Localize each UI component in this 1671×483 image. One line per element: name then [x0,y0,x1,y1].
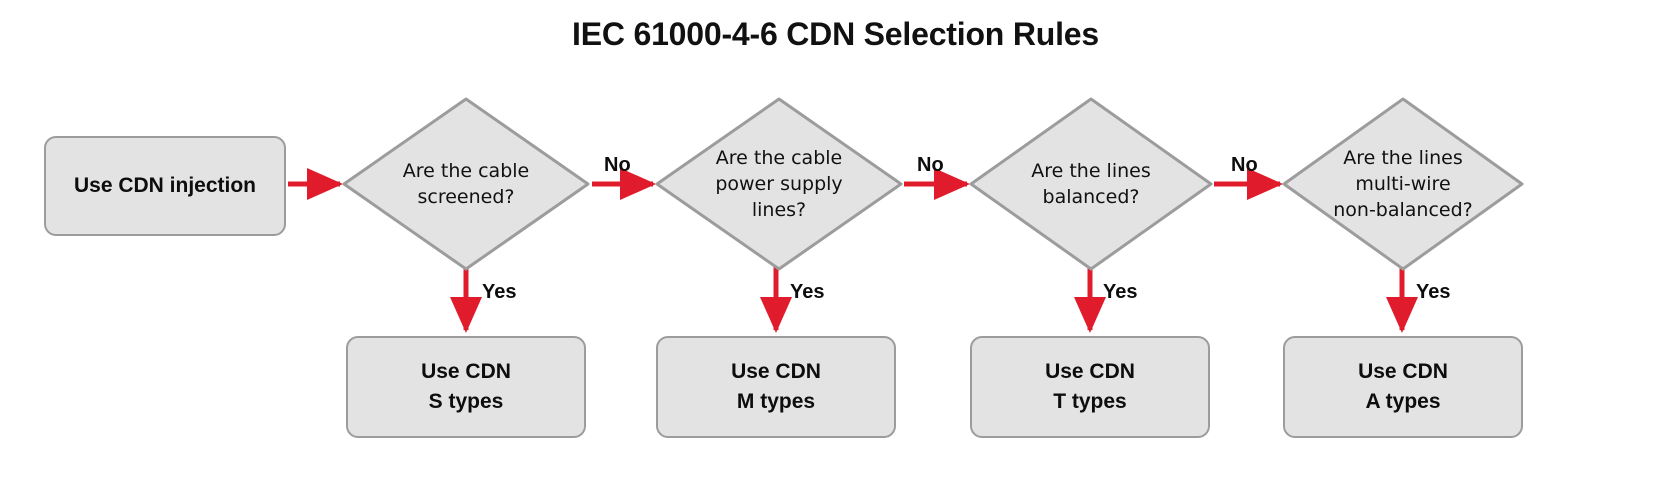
edge-label-yes-d1-r1: Yes [482,281,517,303]
node-use-cdn-a-types[interactable]: Use CDN A types [1283,336,1523,438]
node-label-line: Use CDN [1045,359,1135,383]
node-label-line: power supply [715,172,843,195]
node-label: Use CDN injection [73,173,257,197]
node-use-cdn-injection[interactable]: Use CDN injection [44,136,286,236]
page-title: IEC 61000-4-6 CDN Selection Rules [572,16,1099,52]
node-label: Are the lines balanced? [999,158,1183,210]
node-label-line: Are the lines [1343,146,1463,169]
node-label-line: Use CDN [421,359,511,383]
node-label-line: Are the lines [1031,159,1151,182]
node-label: Are the cable power supply lines? [686,145,872,224]
node-label-line: Are the cable [715,146,843,169]
node-label-line: balanced? [1042,186,1140,208]
node-label-line: Use CDN [731,359,821,383]
node-label-line: T types [1053,390,1127,413]
node-label-line: A types [1365,390,1441,413]
diamond-shape [655,97,903,271]
node-label-line: non-balanced? [1333,199,1473,222]
node-label-line: lines? [751,199,807,222]
node-label: Use CDN S types [421,357,511,418]
node-label-line: Use CDN [1358,359,1448,383]
node-label-line: M types [736,390,816,413]
node-label-line: screened? [417,186,515,208]
node-label: Are the lines multi-wire non-balanced? [1312,145,1494,224]
diamond-shape [1282,97,1524,271]
edge-label-yes-d2-r2: Yes [790,281,825,303]
node-label-line: Are the cable [402,159,530,182]
diamond-shape [342,97,590,271]
node-use-cdn-m-types[interactable]: Use CDN M types [656,336,896,438]
edge-label-no-d2-d3: No [917,154,944,176]
edge-label-yes-d4-r4: Yes [1416,281,1451,303]
node-decision-lines-multiwire-nonbalanced[interactable]: Are the lines multi-wire non-balanced? [1280,95,1526,273]
node-label: Use CDN M types [731,357,821,418]
node-label-line: S types [428,390,504,413]
node-use-cdn-t-types[interactable]: Use CDN T types [970,336,1210,438]
edge-label-no-d3-d4: No [1231,154,1258,176]
node-decision-cable-screened[interactable]: Are the cable screened? [340,95,592,273]
node-label: Use CDN T types [1045,357,1135,418]
node-decision-lines-balanced[interactable]: Are the lines balanced? [967,95,1215,273]
node-label-line: multi-wire [1355,172,1451,195]
node-label: Are the cable screened? [373,158,559,210]
diamond-shape [969,97,1213,271]
edge-label-yes-d3-r3: Yes [1103,281,1138,303]
node-decision-cable-power-supply-lines[interactable]: Are the cable power supply lines? [653,95,905,273]
node-label: Use CDN A types [1358,357,1448,418]
node-use-cdn-s-types[interactable]: Use CDN S types [346,336,586,438]
edge-label-no-d1-d2: No [604,154,631,176]
